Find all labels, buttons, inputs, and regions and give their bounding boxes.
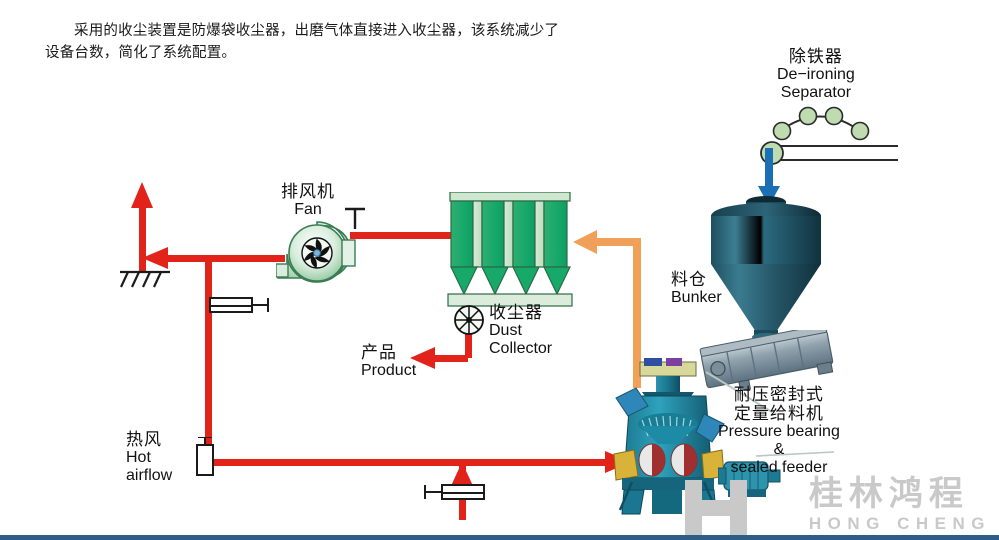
stack-support-hatch: [120, 270, 170, 288]
mill-gas-riser: [633, 238, 641, 388]
company-logo: 桂林鸿程 HONG CHENG: [809, 477, 991, 532]
product-duct: [434, 355, 468, 362]
sealed-feeder-conveyor[interactable]: [696, 330, 841, 398]
hot-airflow-label: 热风 Hot airflow: [126, 430, 172, 485]
fan-label: 排风机 Fan: [281, 182, 335, 219]
bunker-label-en: Bunker: [671, 289, 722, 307]
separator-conveyor[interactable]: [748, 104, 900, 166]
product-drop-duct: [465, 330, 472, 358]
fan-label-en: Fan: [294, 201, 322, 219]
stack-feed-duct: [168, 255, 212, 262]
hot-airflow-label-en2: airflow: [126, 466, 173, 484]
feeder-label-en2: &: [773, 440, 785, 458]
dust-collector[interactable]: [446, 192, 574, 320]
de-ironing-label-en2: Separator: [780, 83, 852, 101]
hot-airflow-label-en1: Hot: [126, 449, 151, 467]
caption-line-2: 设备台数，简化了系统配置。: [45, 45, 237, 62]
feeder-label: 耐压密封式 定量给料机 Pressure bearing & sealed fe…: [718, 385, 840, 477]
bunker[interactable]: [700, 192, 832, 342]
caption-line-1: 采用的收尘装置是防爆袋收尘器，出磨气体直接进入收尘器，该系统减少了: [74, 23, 560, 39]
feeder-label-en1: Pressure bearing: [718, 423, 840, 441]
damper-valve-riser[interactable]: [209, 297, 269, 313]
stack-exhaust-arrow: [131, 182, 153, 208]
product-label-en: Product: [361, 362, 417, 380]
product-arrow: [410, 347, 435, 369]
feeder-leader-lines: [705, 371, 835, 457]
damper-valve-hot-air[interactable]: [190, 436, 220, 488]
product-label: 产品 Product: [361, 343, 416, 380]
logo-text-cn: 桂林鸿程: [808, 474, 969, 514]
dust-collector-label: 收尘器 Dust Collector: [489, 303, 552, 358]
dust-collector-label-cn: 收尘器: [489, 303, 543, 322]
damper-valve-branch[interactable]: [424, 484, 485, 500]
bunker-label: 料仓 Bunker: [671, 270, 722, 307]
fan-outlet-duct: [350, 232, 454, 239]
material-feed-shaft: [765, 148, 773, 192]
feeder-label-cn1: 耐压密封式: [733, 385, 824, 404]
product-label-cn: 产品: [361, 343, 397, 362]
caption-text: 采用的收尘装置是防爆袋收尘器，出磨气体直接进入收尘器，该系统减少了 设备台数，简…: [45, 20, 605, 65]
dust-collector-label-en1: Dust: [489, 322, 522, 340]
fan-label-cn: 排风机: [281, 182, 335, 201]
fan-motor-stand: [345, 207, 365, 229]
hot-airflow-label-cn: 热风: [126, 430, 162, 449]
bunker-label-cn: 料仓: [671, 270, 707, 289]
logo-mark: [685, 480, 747, 536]
rotary-airlock-valve[interactable]: [452, 303, 486, 337]
footer-bar: [0, 535, 999, 540]
dust-collector-label-en2: Collector: [489, 339, 553, 357]
hot-air-main-duct: [205, 459, 630, 466]
de-ironing-label-cn: 除铁器: [788, 47, 843, 66]
mill-gas-arrow: [573, 230, 597, 254]
exhaust-fan[interactable]: [275, 218, 358, 295]
logo-text-en: HONG CHENG: [808, 514, 991, 533]
hot-air-riser: [205, 258, 212, 462]
de-ironing-label: 除铁器 De−ironing Separator: [777, 47, 855, 102]
stack-duct: [139, 205, 146, 273]
de-ironing-label-en1: De−ironing: [777, 66, 855, 84]
mill-gas-duct-top: [596, 238, 641, 246]
bottom-branch-arrow: [451, 462, 473, 486]
stack-feed-arrow: [142, 247, 168, 269]
feeder-label-cn2: 定量给料机: [733, 404, 824, 424]
fan-inlet-duct: [205, 255, 285, 262]
feeder-label-en3: sealed feeder: [730, 458, 828, 476]
